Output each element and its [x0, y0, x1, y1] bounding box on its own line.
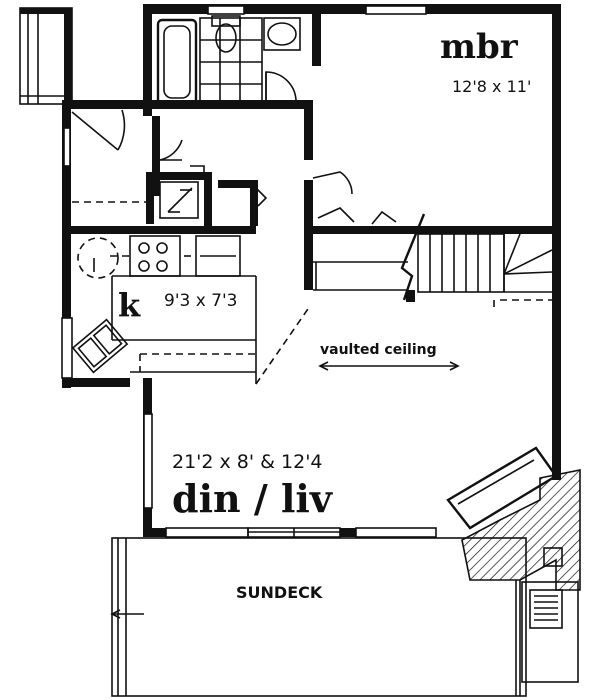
sink-icon	[263, 17, 301, 51]
chimney-vent	[521, 581, 579, 683]
vaulted-ceiling-arrow	[318, 361, 460, 371]
mbr-walls	[304, 171, 560, 302]
living-window-left	[165, 527, 249, 538]
din-liv-size: 21'2 x 8' & 12'4	[172, 451, 323, 473]
entry-stairs	[19, 7, 73, 105]
toilet-icon	[211, 15, 241, 53]
utility-closet	[72, 165, 268, 226]
mbr-label: mbr	[440, 27, 519, 67]
mbr-window	[365, 5, 427, 15]
sundeck-label: SUNDECK	[236, 583, 323, 602]
fireplace	[446, 446, 581, 591]
mbr-size: 12'8 x 11'	[452, 77, 531, 96]
bath-window	[207, 5, 245, 15]
bathroom	[152, 14, 321, 160]
din-liv-label: din / liv	[172, 476, 334, 521]
sundeck	[110, 537, 527, 697]
stairs	[417, 233, 553, 310]
ceiling-note: vaulted ceiling	[320, 342, 437, 358]
corner-cabinet	[77, 237, 119, 279]
living-side-window	[143, 413, 153, 509]
hall-closet	[63, 109, 183, 196]
bath-tile-floor	[199, 17, 263, 105]
living-window-right	[355, 527, 437, 538]
kitchen-window	[61, 317, 73, 379]
double-sink-icon	[71, 318, 129, 374]
kitchen-label: k	[118, 286, 141, 324]
sliding-door	[247, 527, 341, 538]
kitchen-size: 9'3 x 7'3	[164, 291, 237, 311]
cooktop-icon	[129, 235, 181, 277]
kitchen	[61, 226, 311, 385]
